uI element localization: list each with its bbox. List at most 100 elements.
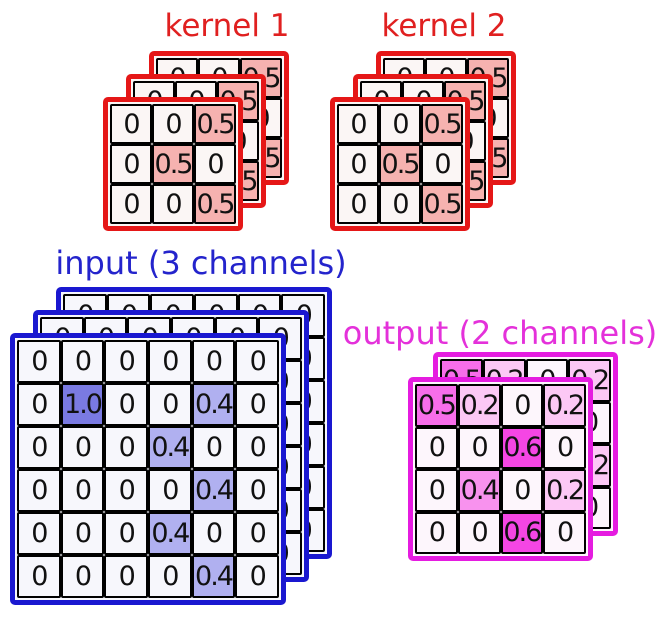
kernel2-cell: 0 (383, 98, 425, 138)
input-cell: 0 (60, 512, 105, 555)
input-cell: 0 (63, 294, 107, 337)
input-cell: 0 (106, 466, 151, 509)
kernel2-cell: 0 (337, 144, 379, 184)
output-cell: 0 (415, 511, 458, 554)
input-cell: 0 (60, 469, 105, 512)
kernel2-cell: 0.5 (467, 58, 509, 98)
kernel1-cell: 0 (110, 104, 152, 144)
input-cell: 0 (148, 340, 192, 383)
input-cell: 0 (63, 466, 107, 509)
input-cell: 0 (106, 294, 151, 337)
input-cell: 0.4 (194, 380, 238, 423)
kernel1-cell: 0.5 (240, 138, 282, 178)
input-cell: 0 (104, 383, 148, 426)
input-cell: 0 (106, 423, 151, 466)
input-cell: 0 (258, 403, 302, 446)
input-cell: 0.4 (214, 360, 259, 403)
input-cell: 0 (281, 466, 325, 509)
output-cell: 0 (568, 486, 611, 529)
output-cell: 0.4 (482, 444, 526, 487)
input-cell: 0 (258, 489, 302, 532)
output-cell: 0 (500, 384, 544, 427)
output-cell: 0.5 (415, 384, 458, 427)
input-cell: 0 (194, 423, 238, 466)
kernel1-cell: 0 (198, 58, 240, 98)
input-cell: 0 (150, 380, 194, 423)
input-cell: 0 (106, 380, 151, 423)
kernel2-cell: 0 (360, 161, 402, 201)
input-cell: 0 (40, 532, 84, 575)
input-cell: 0 (281, 509, 325, 552)
output-cell: 0 (543, 426, 586, 469)
output-cell: 0 (525, 444, 569, 487)
kernel1-cell: 0 (156, 98, 198, 138)
input-cell: 0 (17, 555, 61, 598)
input-cell: 0.4 (237, 337, 282, 380)
input-cell: 0 (150, 466, 194, 509)
input-cell: 0 (171, 532, 215, 575)
input-cell: 0 (235, 469, 279, 512)
input-cell: 0 (83, 317, 128, 360)
input-cell: 0 (106, 509, 151, 552)
input-cell: 0 (60, 340, 105, 383)
input-cell: 0 (191, 340, 236, 383)
input-cell: 0 (150, 423, 194, 466)
input-cell: 0 (235, 340, 279, 383)
input-cell: 0 (194, 337, 238, 380)
input-cell: 0 (148, 383, 192, 426)
output-cell: 0.2 (457, 384, 501, 427)
kernel2-cell: 0 (337, 104, 379, 144)
input-cell: 0 (214, 489, 259, 532)
input-cell: 0 (104, 340, 148, 383)
input-cell: 0 (235, 512, 279, 555)
input-cell: 0 (40, 489, 84, 532)
kernel1-cell: 0 (175, 81, 217, 121)
input-cell: 0 (237, 466, 282, 509)
input-cell: 0.4 (191, 555, 236, 598)
input-cell: 0 (83, 532, 128, 575)
input-cell: 0 (148, 555, 192, 598)
input-cell: 0 (150, 337, 194, 380)
kernel2-cell: 0 (421, 144, 463, 184)
input-cell: 0 (104, 555, 148, 598)
kernel2-cell: 0.5 (467, 138, 509, 178)
input-cell: 0 (60, 426, 105, 469)
input-cell: 0 (60, 555, 105, 598)
kernel1-cell: 0.5 (152, 144, 194, 184)
input-cell: 0 (258, 360, 302, 403)
kernel1-cell: 0.5 (175, 121, 217, 161)
input-cell: 0 (17, 469, 61, 512)
input-cell: 0 (127, 446, 171, 489)
kernel1-cell: 0 (110, 184, 152, 224)
input-cell: 0.4 (237, 509, 282, 552)
kernel1-cell: 0.5 (217, 81, 259, 121)
kernel1-cell: 0 (217, 121, 259, 161)
input-cell: 0 (63, 380, 107, 423)
kernel1-cell: 0 (156, 58, 198, 98)
kernel2-cell: 0.5 (421, 104, 463, 144)
kernel2-cell: 0 (360, 121, 402, 161)
kernel1-cell: 0.5 (194, 104, 236, 144)
input-cell: 1.0 (83, 360, 128, 403)
kernel2-cell: 0.5 (444, 161, 486, 201)
output-cell: 0 (500, 469, 544, 512)
output-cell: 0 (415, 469, 458, 512)
input-cell: 0.4 (191, 383, 236, 426)
input-cell: 0 (237, 294, 282, 337)
input-cell: 0 (104, 512, 148, 555)
input-cell: 0 (17, 383, 61, 426)
output-cell: 0 (440, 444, 483, 487)
kernel1-cell: 0 (240, 98, 282, 138)
output-cell: 0.6 (525, 401, 569, 444)
kernel2-cell: 0.5 (444, 81, 486, 121)
input-cell: 1.0 (60, 383, 105, 426)
input-cell: 0 (258, 446, 302, 489)
output-cell: 0 (482, 486, 526, 529)
input-cell: 0 (127, 403, 171, 446)
kernel2-cell: 0.5 (402, 121, 444, 161)
